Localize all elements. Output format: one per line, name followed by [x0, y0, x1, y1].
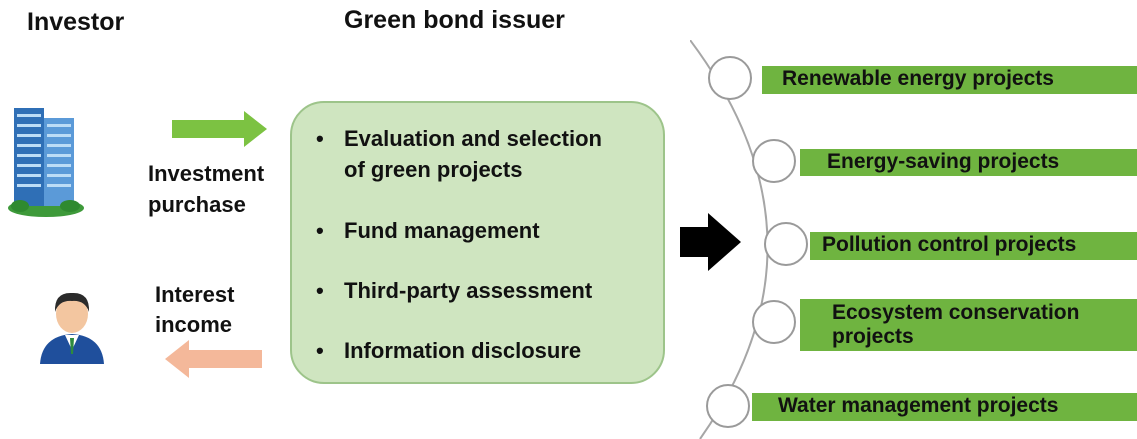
issuer-heading: Green bond issuer	[344, 6, 565, 34]
interest-label-line2: income	[155, 312, 233, 337]
item-information-disclosure: Information disclosure	[344, 338, 582, 363]
project-node-circle	[764, 222, 808, 266]
item-fund-management: Fund management	[344, 218, 540, 243]
item-evaluation-line2: of green projects	[344, 157, 523, 182]
project-bar-energy-saving: Energy-saving projects	[800, 149, 1137, 176]
list-item: Evaluation and selection of green projec…	[316, 123, 663, 185]
project-label: Water management projects	[778, 394, 1059, 417]
issuer-process-box: Evaluation and selection of green projec…	[290, 101, 665, 384]
big-black-arrow-icon	[680, 213, 741, 271]
item-third-party-assessment: Third-party assessment	[344, 278, 593, 303]
investor-heading: Investor	[27, 8, 125, 36]
left-arrow-icon	[165, 340, 262, 378]
project-bar-renewable-energy: Renewable energy projects	[762, 66, 1137, 94]
project-bar-water-management: Water management projects	[752, 393, 1137, 421]
item-evaluation-line1: Evaluation and selection	[344, 126, 602, 151]
investment-label-line2: purchase	[148, 192, 246, 217]
list-item: Information disclosure	[316, 335, 663, 366]
project-node-circle	[708, 56, 752, 100]
project-node-circle	[706, 384, 750, 428]
interest-label-line1: Interest	[155, 282, 235, 307]
investment-label-line1: Investment	[148, 161, 265, 186]
office-buildings-icon	[8, 108, 84, 217]
list-item: Third-party assessment	[316, 275, 663, 306]
project-node-circle	[752, 300, 796, 344]
right-arrow-icon	[172, 111, 267, 147]
project-label: Energy-saving projects	[827, 150, 1060, 173]
project-label: Renewable energy projects	[782, 67, 1054, 90]
issuer-process-list: Evaluation and selection of green projec…	[292, 103, 663, 366]
project-bar-ecosystem-conservation: Ecosystem conservation projects	[800, 299, 1137, 351]
project-label-line2: projects	[832, 325, 914, 348]
project-label-line1: Ecosystem conservation	[832, 301, 1080, 324]
project-bar-pollution-control: Pollution control projects	[810, 232, 1137, 260]
project-label: Pollution control projects	[822, 233, 1077, 256]
person-avatar-icon	[40, 292, 104, 364]
project-node-circle	[752, 139, 796, 183]
list-item: Fund management	[316, 215, 663, 246]
